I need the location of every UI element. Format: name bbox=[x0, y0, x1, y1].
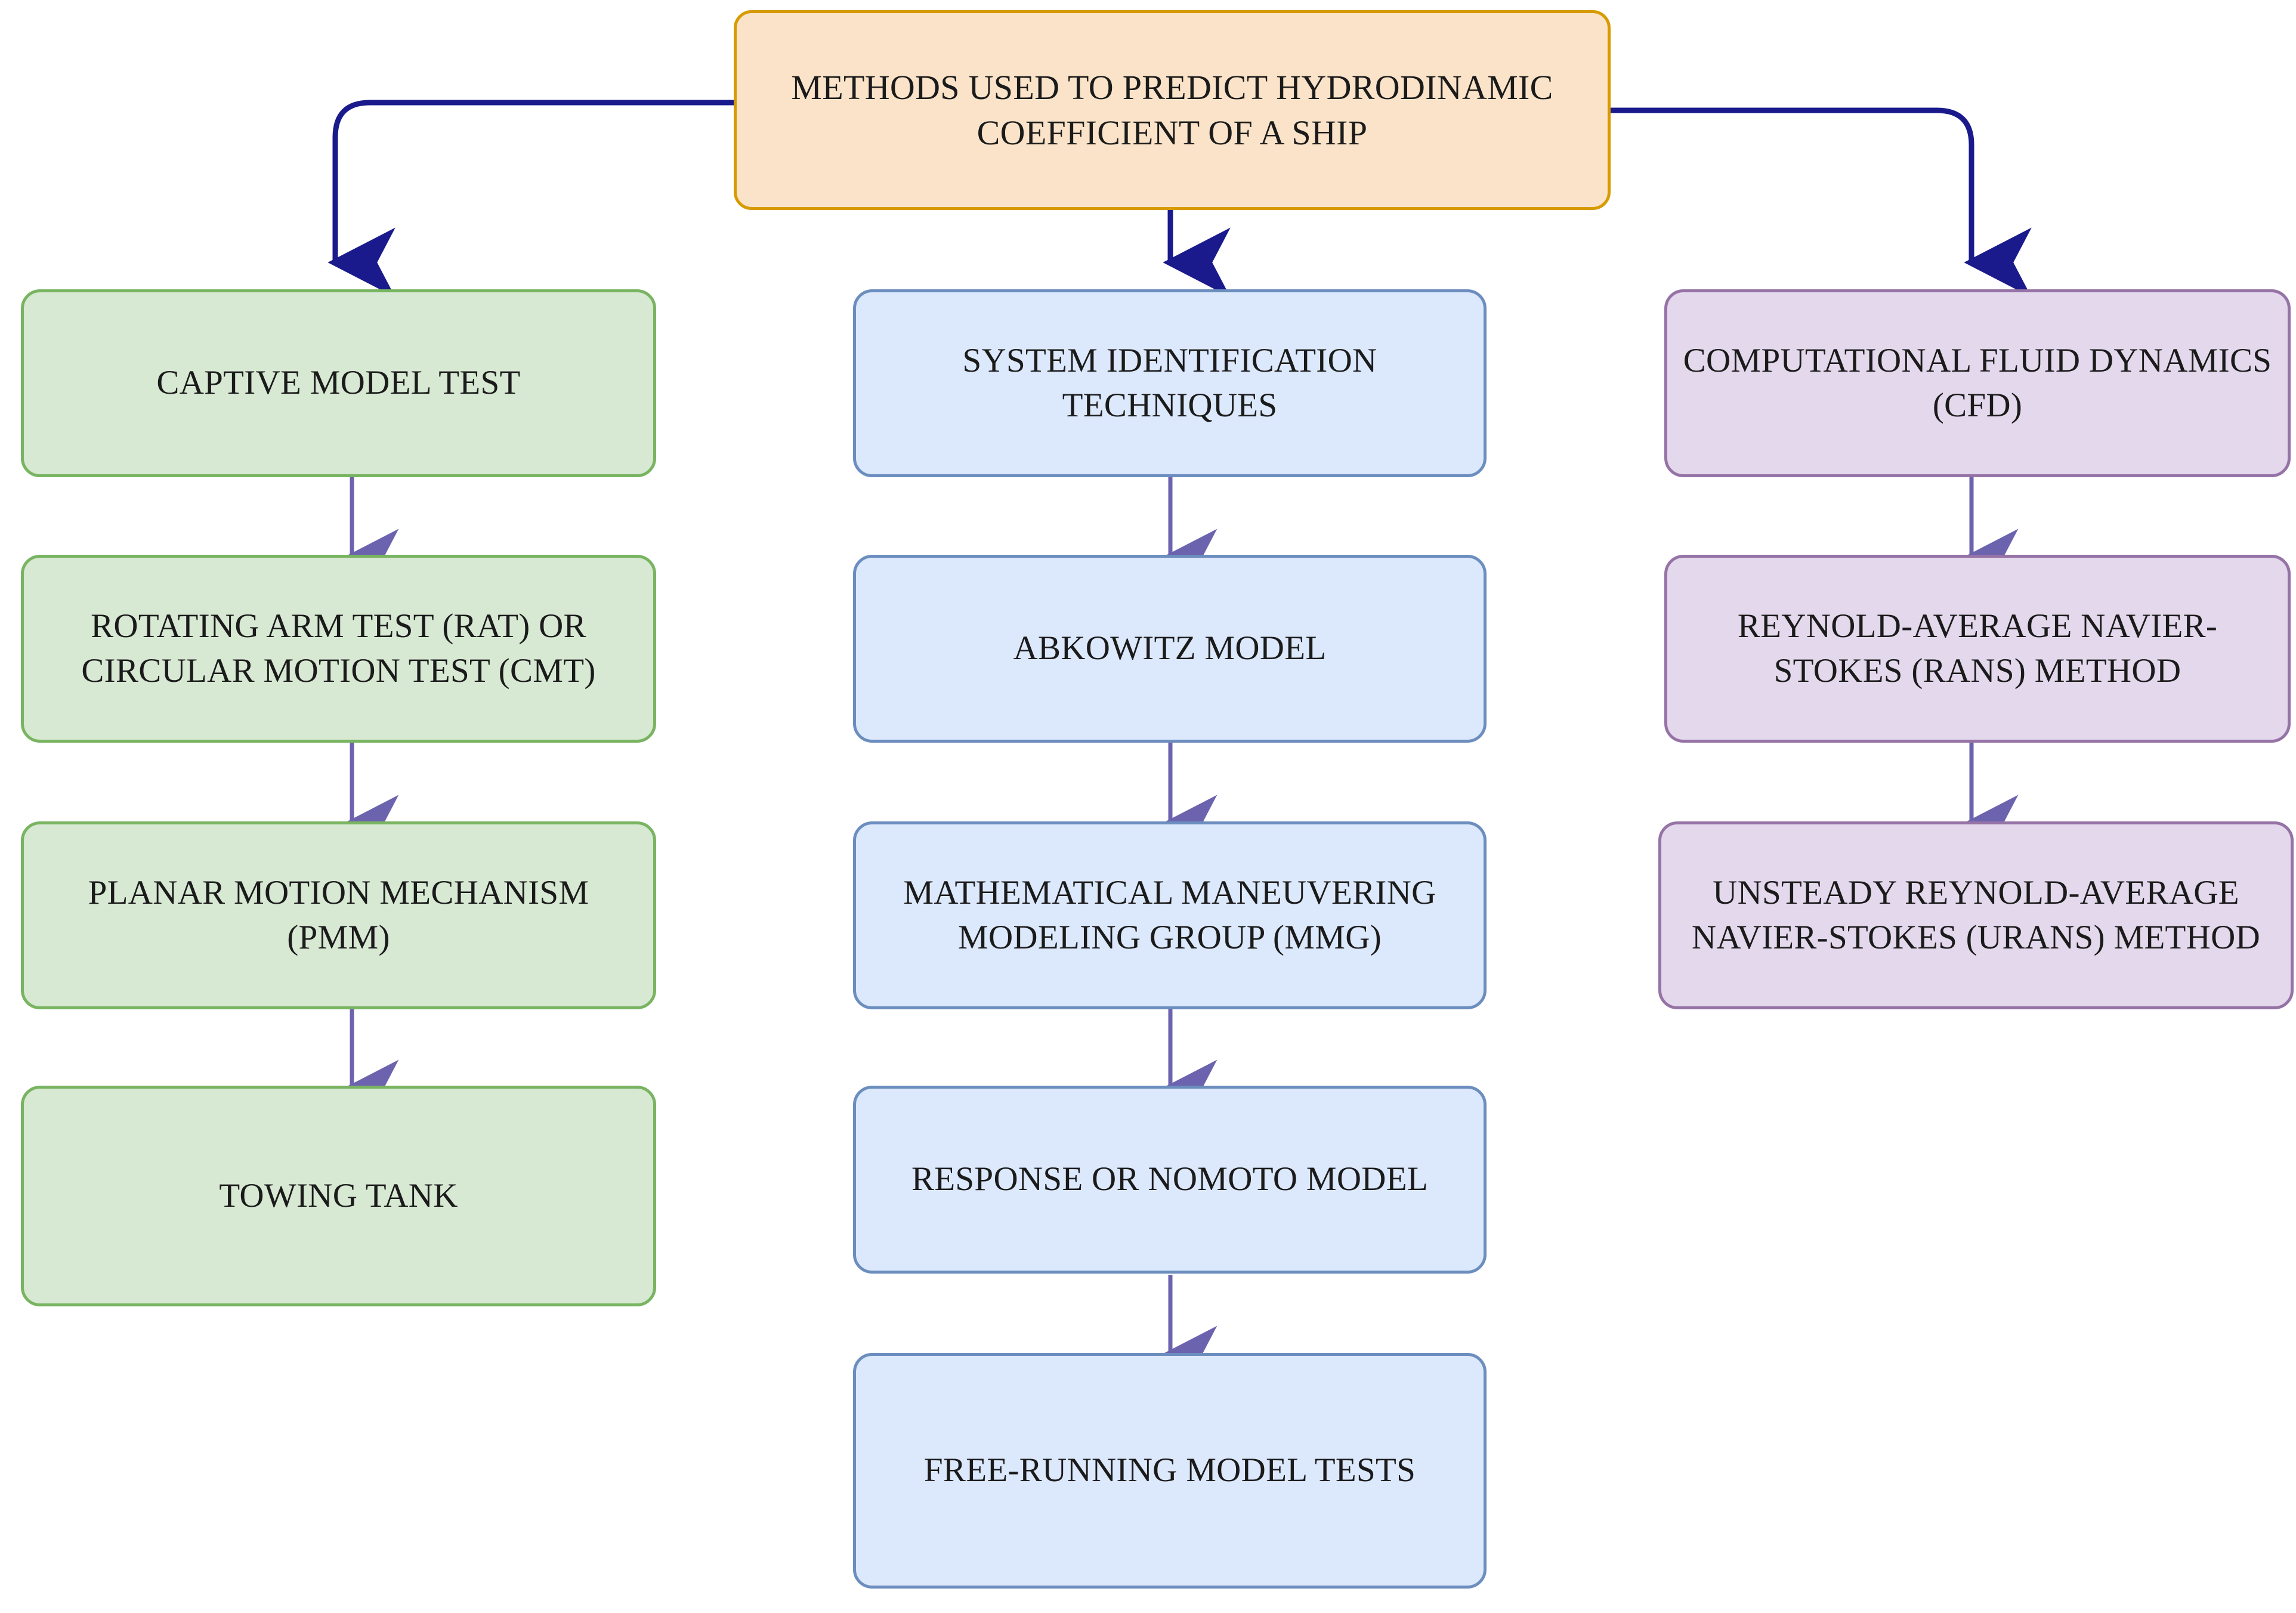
node-planar-motion-mechanism[interactable]: PLANAR MOTION MECHANISM (PMM) bbox=[21, 821, 656, 1009]
node-rans-method[interactable]: REYNOLD-AVERAGE NAVIER-STOKES (RANS) MET… bbox=[1664, 555, 2291, 743]
node-computational-fluid-dynamics[interactable]: COMPUTATIONAL FLUID DYNAMICS (CFD) bbox=[1664, 289, 2291, 477]
node-response-or-nomoto-model[interactable]: RESPONSE OR NOMOTO MODEL bbox=[853, 1086, 1487, 1274]
node-response-or-nomoto-model-label: RESPONSE OR NOMOTO MODEL bbox=[911, 1160, 1428, 1198]
node-rans-method-label: REYNOLD-AVERAGE NAVIER-STOKES (RANS) MET… bbox=[1737, 607, 2218, 690]
node-rotating-arm-test[interactable]: ROTATING ARM TEST (RAT) OR CIRCULAR MOTI… bbox=[21, 555, 656, 743]
edge-root-to-cfd bbox=[1611, 107, 2032, 298]
node-urans-method-label: UNSTEADY REYNOLD-AVERAGE NAVIER-STOKES (… bbox=[1691, 874, 2261, 956]
node-mathematical-maneuvering-modeling-group-label: MATHEMATICAL MANEUVERING MODELING GROUP … bbox=[903, 874, 1436, 956]
edge-root-to-captive-model-test bbox=[327, 100, 734, 298]
node-free-running-model-tests[interactable]: FREE-RUNNING MODEL TESTS bbox=[853, 1353, 1487, 1589]
node-free-running-model-tests-label: FREE-RUNNING MODEL TESTS bbox=[923, 1451, 1416, 1490]
node-abkowitz-model-label: ABKOWITZ MODEL bbox=[1013, 629, 1327, 668]
node-rotating-arm-test-label: ROTATING ARM TEST (RAT) OR CIRCULAR MOTI… bbox=[81, 607, 596, 690]
node-planar-motion-mechanism-label: PLANAR MOTION MECHANISM (PMM) bbox=[88, 874, 589, 956]
node-urans-method[interactable]: UNSTEADY REYNOLD-AVERAGE NAVIER-STOKES (… bbox=[1658, 821, 2294, 1009]
node-computational-fluid-dynamics-label: COMPUTATIONAL FLUID DYNAMICS (CFD) bbox=[1683, 342, 2272, 424]
node-root[interactable]: METHODS USED TO PREDICT HYDRODINAMIC COE… bbox=[734, 10, 1611, 210]
node-towing-tank-label: TOWING TANK bbox=[219, 1176, 458, 1215]
node-captive-model-test[interactable]: CAPTIVE MODEL TEST bbox=[21, 289, 656, 477]
node-towing-tank[interactable]: TOWING TANK bbox=[21, 1086, 656, 1306]
node-system-identification-techniques-label: SYSTEM IDENTIFICATION TECHNIQUES bbox=[962, 342, 1377, 424]
node-system-identification-techniques[interactable]: SYSTEM IDENTIFICATION TECHNIQUES bbox=[853, 289, 1487, 477]
node-root-label: METHODS USED TO PREDICT HYDRODINAMIC COE… bbox=[791, 68, 1553, 152]
node-abkowitz-model[interactable]: ABKOWITZ MODEL bbox=[853, 555, 1487, 743]
node-captive-model-test-label: CAPTIVE MODEL TEST bbox=[156, 364, 521, 402]
node-mathematical-maneuvering-modeling-group[interactable]: MATHEMATICAL MANEUVERING MODELING GROUP … bbox=[853, 821, 1487, 1009]
